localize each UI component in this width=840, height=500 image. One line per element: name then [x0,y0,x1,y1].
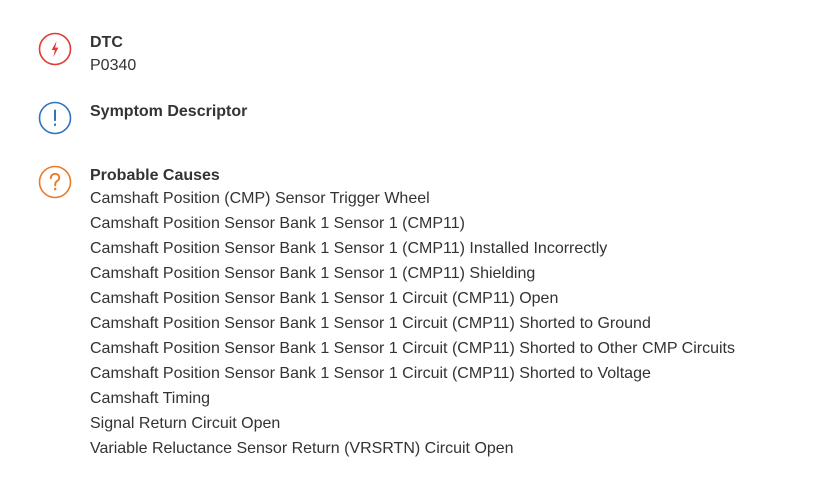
cause-item: Camshaft Position Sensor Bank 1 Sensor 1… [90,240,608,257]
cause-item: Camshaft Position Sensor Bank 1 Sensor 1… [90,265,536,282]
lightning-bolt-icon [38,32,72,66]
symptom-content: Symptom Descriptor [90,101,247,121]
cause-item: Camshaft Position Sensor Bank 1 Sensor 1… [90,340,735,357]
probable-causes-section: Probable Causes Camshaft Position (CMP) … [38,165,735,461]
cause-item: Camshaft Timing [90,390,211,407]
dtc-heading: DTC [90,34,123,51]
causes-content: Probable Causes Camshaft Position (CMP) … [90,165,735,461]
cause-item: Camshaft Position Sensor Bank 1 Sensor 1… [90,315,651,332]
cause-item: Variable Reluctance Sensor Return (VRSRT… [90,440,514,457]
exclamation-icon [38,101,72,135]
cause-item: Signal Return Circuit Open [90,415,281,432]
dtc-content: DTC P0340 [90,32,136,78]
cause-item: Camshaft Position (CMP) Sensor Trigger W… [90,190,430,207]
symptom-section: Symptom Descriptor [38,101,247,135]
question-mark-icon [38,165,72,199]
dtc-section: DTC P0340 [38,32,136,78]
causes-heading: Probable Causes [90,167,220,184]
cause-item: Camshaft Position Sensor Bank 1 Sensor 1… [90,290,559,307]
cause-item: Camshaft Position Sensor Bank 1 Sensor 1… [90,365,651,382]
causes-list: Camshaft Position (CMP) Sensor Trigger W… [90,186,735,461]
symptom-heading: Symptom Descriptor [90,103,248,120]
cause-item: Camshaft Position Sensor Bank 1 Sensor 1… [90,215,465,232]
dtc-code: P0340 [90,57,137,74]
